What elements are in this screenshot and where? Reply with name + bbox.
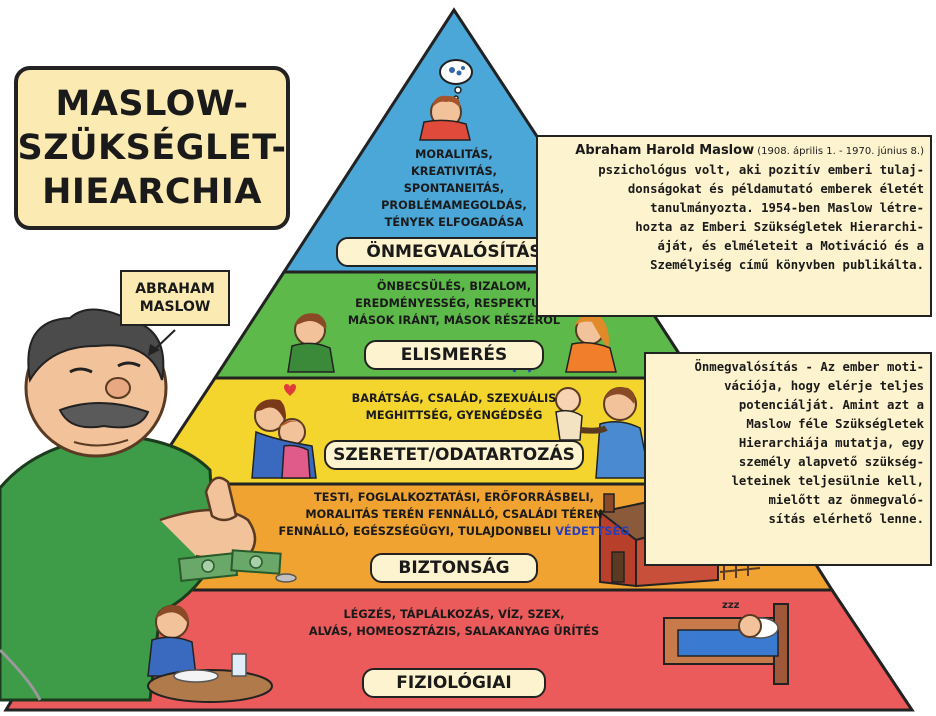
title-line-1: MASLOW- (55, 84, 249, 124)
tier-item-text: FENNÁLLÓ, EGÉSZSÉGÜGYI, TULAJDONBELI (278, 525, 556, 538)
maslow-figure (0, 308, 257, 702)
biography-name: Abraham Harold Maslow (575, 143, 755, 158)
biography-line: hozta az Emberi Szükségletek Hierarchi- (635, 220, 924, 234)
family-illustration (251, 384, 651, 479)
tier-item: BARÁTSÁG, CSALÁD, SZEXUÁLIS (351, 392, 557, 405)
eating-boy-illustration (147, 605, 273, 703)
person-last-name: MASLOW (139, 299, 211, 315)
title-line-3: HIEARCHIA (42, 172, 262, 212)
biography-line: donságokat és példamutató emberek életét (627, 182, 924, 196)
definition-line: Hierarchiája mutatja, egy (738, 436, 924, 450)
person-name-label: ABRAHAM MASLOW (120, 270, 230, 326)
definition-line: leteinek teljesülnie kell, (731, 474, 925, 488)
tier-label-love-belonging: SZERETET/ODATARTOZÁS (324, 440, 584, 470)
tier-label-esteem: ELISMERÉS (364, 340, 544, 370)
tier-item: PROBLÉMAMEGOLDÁS, (381, 199, 527, 212)
tier-items-love-belonging: BARÁTSÁG, CSALÁD, SZEXUÁLIS MEGHITTSÉG, … (320, 390, 588, 424)
tier-item-highlight: VÉDETTSÉG (555, 525, 630, 538)
money-illustration (177, 549, 297, 583)
title-box: MASLOW- SZÜKSÉGLET- HIEARCHIA (14, 66, 290, 230)
tier-item: MEGHITTSÉG, GYENGÉDSÉG (365, 409, 543, 422)
tier-item: KREATIVITÁS, (411, 165, 497, 178)
definition-line: mielőtt az önmegvaló- (768, 493, 924, 507)
sleep-zzz-text: zzz (722, 600, 740, 611)
biography-line: áját, és elméleteit a Motiváció és a (657, 239, 924, 253)
biography-line: Személyiség című könyvben publikálta. (650, 258, 924, 272)
biography-heading: Abraham Harold Maslow (1908. április 1. … (544, 141, 924, 161)
tier-item: ÖNBECSÜLÉS, BIZALOM, (376, 280, 532, 293)
tier-item: EREDMÉNYESSÉG, RESPEKTUS: (355, 297, 553, 310)
tier-item: TÉNYEK ELFOGADÁSA (384, 216, 524, 229)
tier-label-self-actualization: ÖNMEGVALÓSÍTÁS (336, 237, 572, 267)
definition-line: sítás elérhető lenne. (768, 512, 924, 526)
definition-line: Maslow féle Szükségletek (746, 417, 924, 431)
person-first-name: ABRAHAM (135, 281, 215, 297)
tier-item: ALVÁS, HOMEOSZTÁZIS, SALAKANYAG ÜRÍTÉS (308, 625, 600, 638)
definition-line: Önmegvalósítás - Az ember moti- (694, 360, 924, 374)
tier-item: LÉGZÉS, TÁPLÁLKOZÁS, VÍZ, SZEX, (343, 608, 565, 621)
biography-box: Abraham Harold Maslow (1908. április 1. … (536, 135, 932, 317)
biography-line: tanulmányozta. 1954-ben Maslow létre- (650, 201, 924, 215)
pointer-arrowhead (148, 344, 160, 356)
biography-dates: (1908. április 1. - 1970. június 8.) (754, 146, 924, 157)
tier-items-physiological: LÉGZÉS, TÁPLÁLKOZÁS, VÍZ, SZEX, ALVÁS, H… (240, 606, 668, 640)
tier-label-safety: BIZTONSÁG (370, 553, 538, 583)
tier-item: TESTI, FOGLALKOZTATÁSI, ERŐFORRÁSBELI, (314, 491, 594, 504)
tier-item: SPONTANEITÁS, (403, 182, 505, 195)
sleeping-person-illustration (663, 603, 789, 685)
tier-items-safety: TESTI, FOGLALKOZTATÁSI, ERŐFORRÁSBELI, M… (170, 489, 738, 540)
definition-line: vációja, hogy elérje teljes (724, 379, 924, 393)
tier-item: MORALITÁS, (415, 148, 493, 161)
definition-line: potenciálját. Amint azt a (738, 398, 924, 412)
thinking-boy-illustration (419, 59, 473, 141)
tier-item: MÁSOK IRÁNT, MÁSOK RÉSZÉRŐL (347, 314, 561, 327)
tier-item-line-3: FENNÁLLÓ, EGÉSZSÉGÜGYI, TULAJDONBELI VÉD… (170, 523, 738, 540)
title-line-2: SZÜKSÉGLET- (17, 128, 287, 168)
tier-items-self-actualization: MORALITÁS, KREATIVITÁS, SPONTANEITÁS, PR… (354, 146, 554, 231)
biography-line: pszichológus volt, aki pozitív emberi tu… (598, 163, 924, 177)
tier-label-physiological: FIZIOLÓGIAI (362, 668, 546, 698)
tier-items-esteem: ÖNBECSÜLÉS, BIZALOM, EREDMÉNYESSÉG, RESP… (320, 278, 588, 329)
tier-item: MORALITÁS TERÉN FENNÁLLÓ, CSALÁDI TÉREN (305, 508, 603, 521)
self-actualization-definition-box: Önmegvalósítás - Az ember moti- vációja,… (644, 352, 932, 566)
definition-line: személy alapvető szükség- (738, 455, 924, 469)
